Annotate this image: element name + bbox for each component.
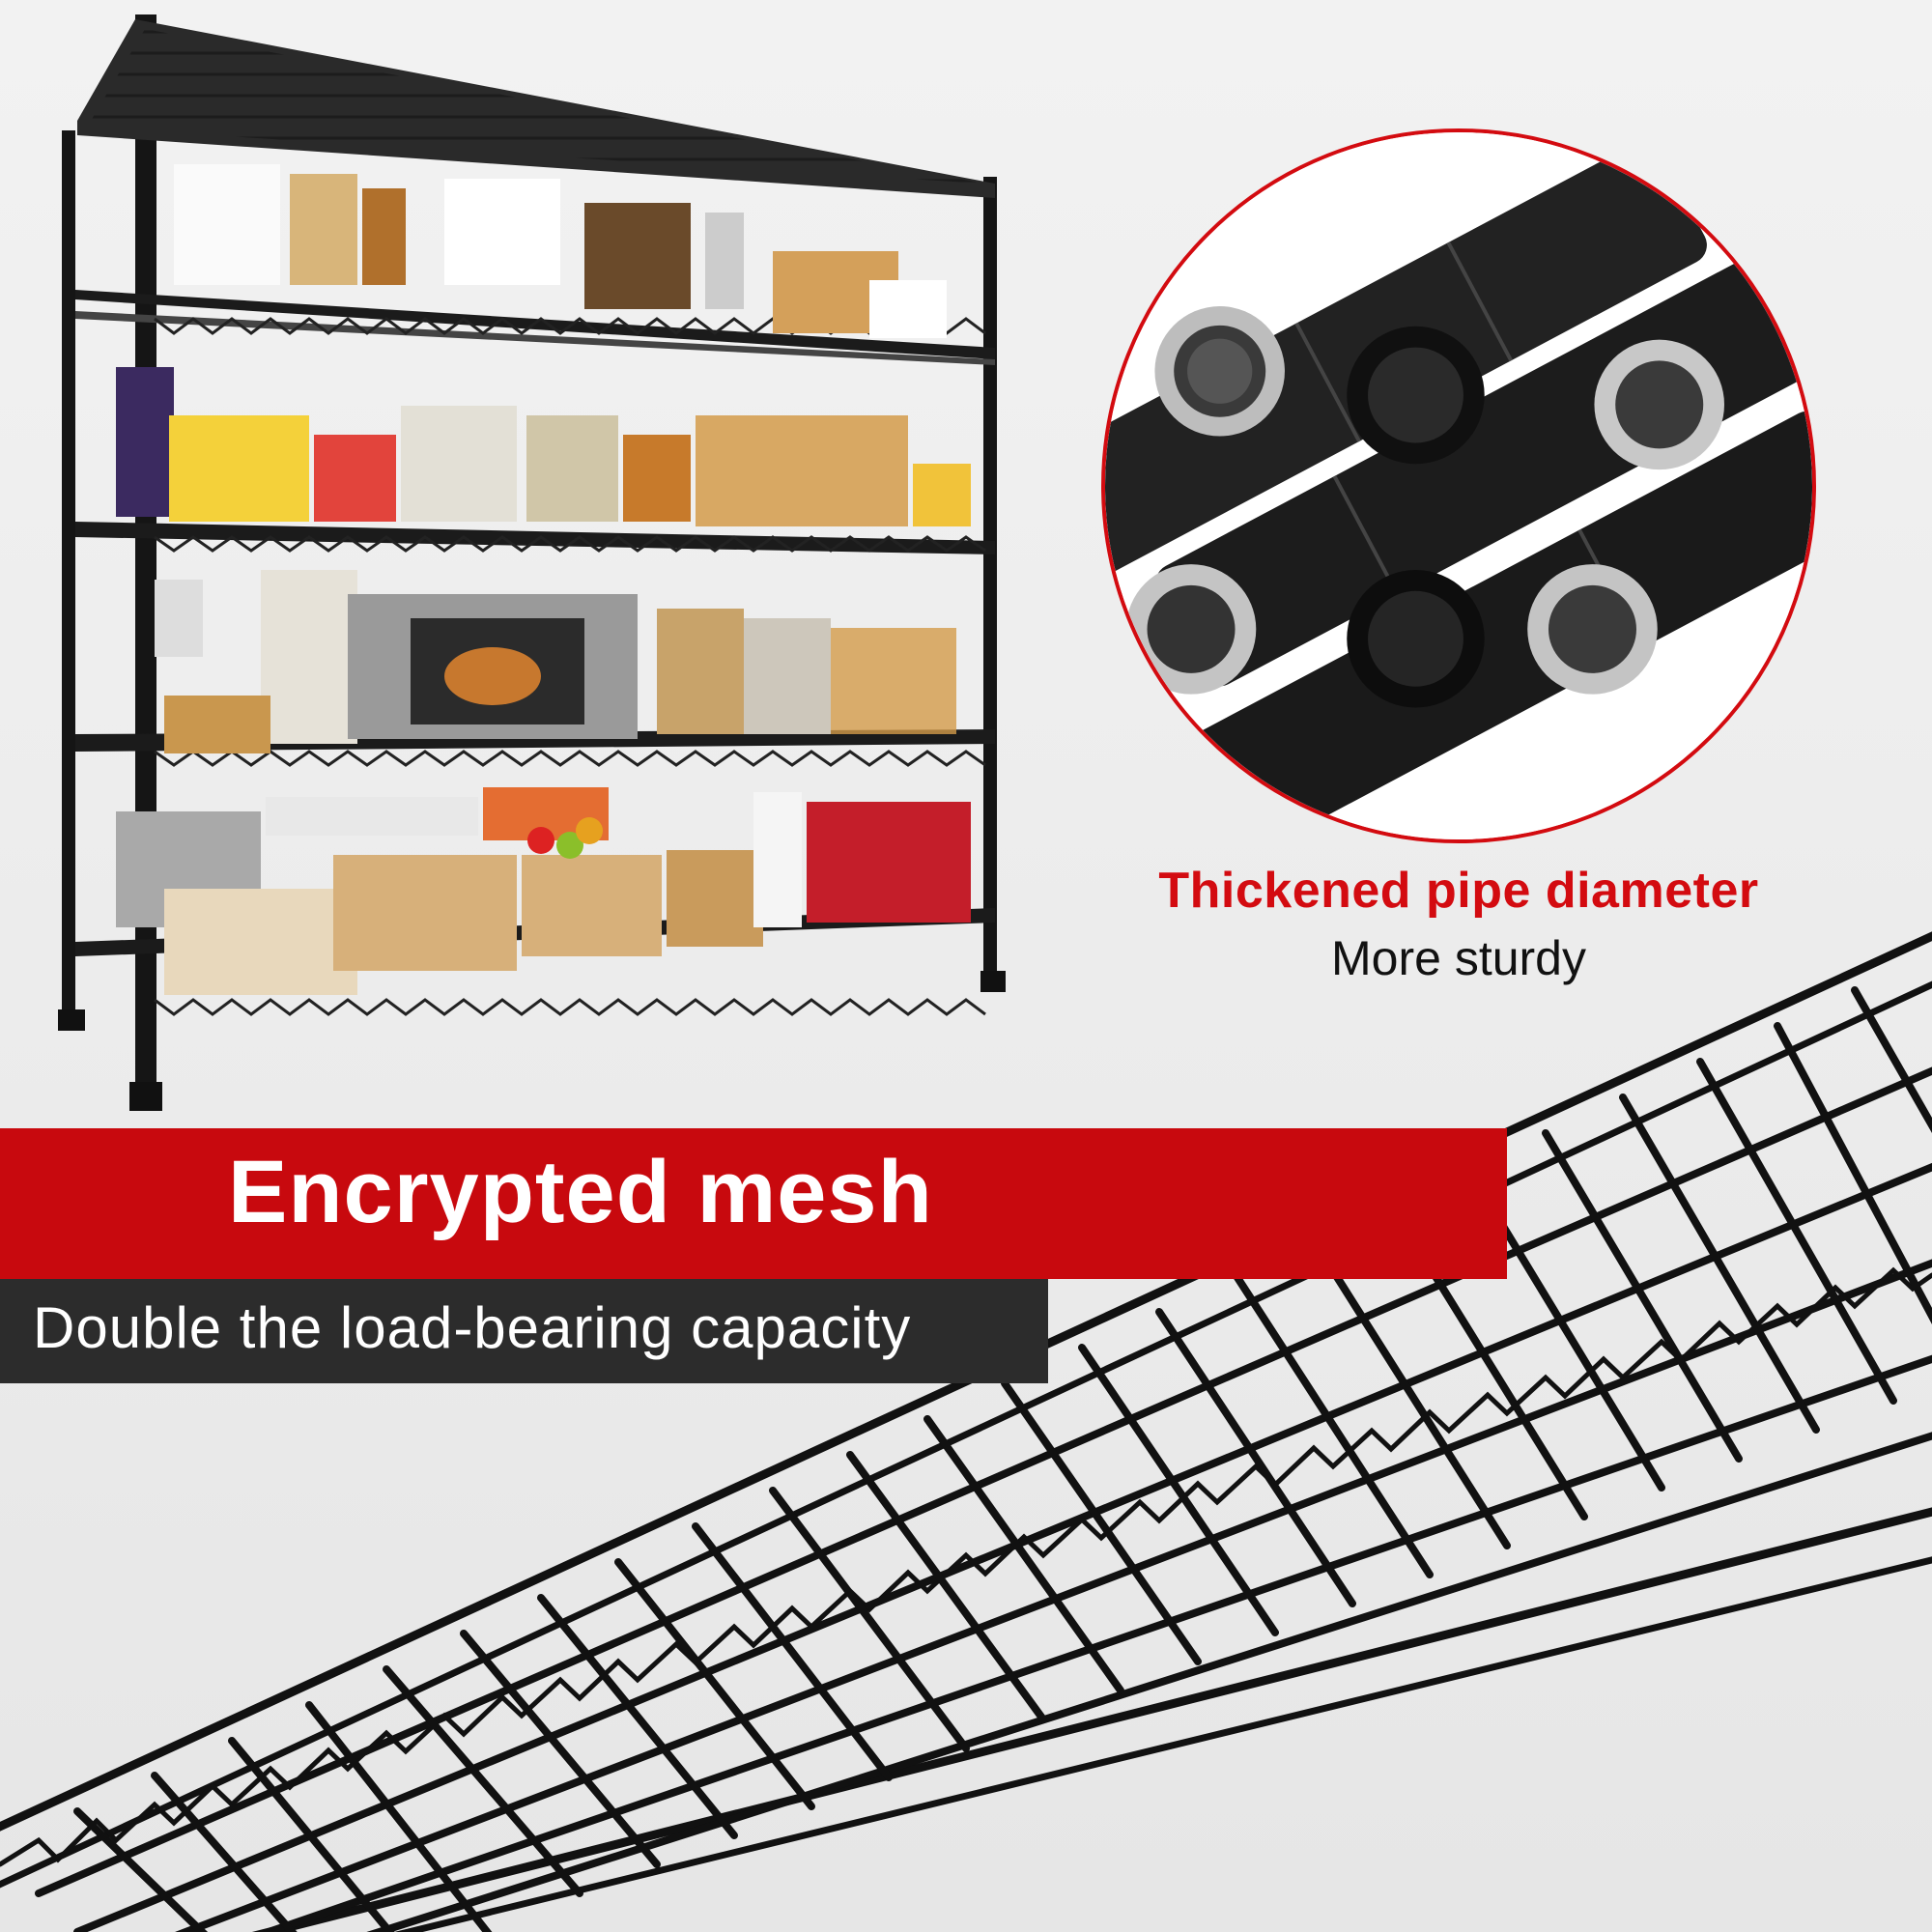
- wire-shelf-rack-image: [58, 14, 1006, 1111]
- mesh-shelf-closeup-image: [0, 931, 1932, 1932]
- pipe-feature-title: Thickened pipe diameter: [1158, 863, 1759, 919]
- threaded-pipe-closeup-image: [1101, 128, 1816, 843]
- mesh-feature-subtitle: Double the load-bearing capacity: [33, 1295, 912, 1360]
- mesh-feature-subtitle-bar: [0, 1279, 1048, 1383]
- mesh-feature-banner: [0, 1128, 1507, 1279]
- pipe-feature-subtitle: More sturdy: [1331, 931, 1586, 985]
- mesh-feature-title: Encrypted mesh: [228, 1143, 933, 1241]
